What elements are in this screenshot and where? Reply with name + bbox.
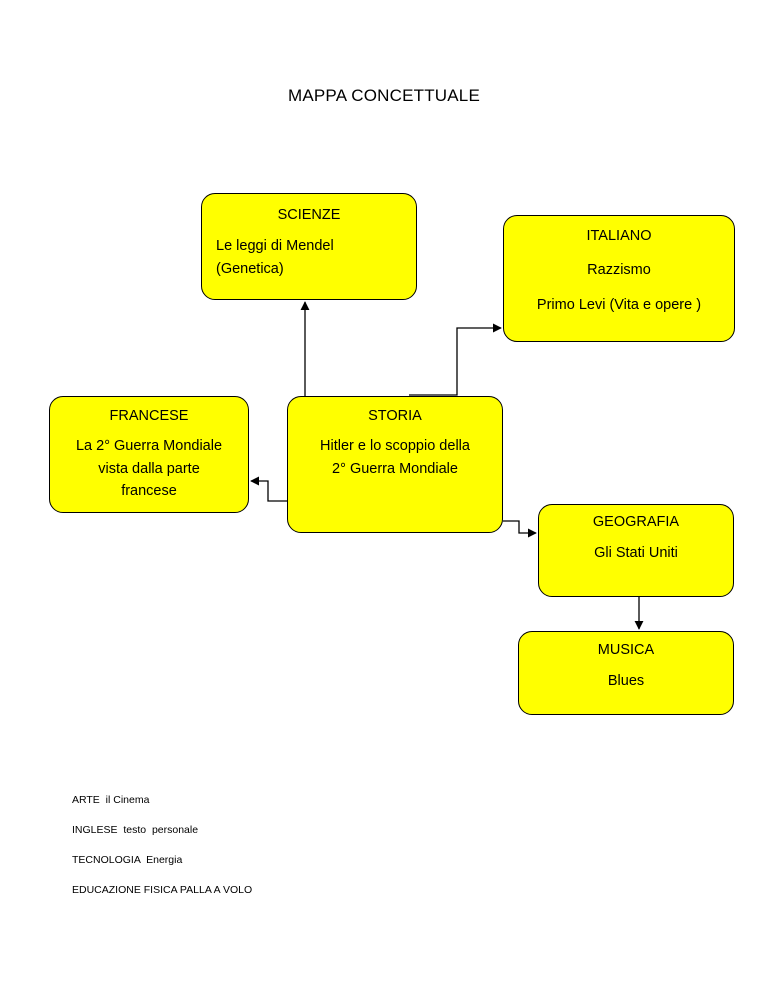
node-text-line: vista dalla parte xyxy=(98,460,200,477)
node-heading: SCIENZE xyxy=(277,207,341,223)
node-text-line: Gli Stati Uniti xyxy=(594,545,678,562)
node-text-line: Hitler e lo scoppio della xyxy=(320,438,470,455)
note-arte: ARTE il Cinema xyxy=(72,794,150,806)
note-tecnologia: TECNOLOGIA Energia xyxy=(72,854,183,866)
node-text-line: Razzismo xyxy=(587,262,651,279)
node-text-line: Blues xyxy=(607,673,645,690)
node-italiano: ITALIANO Razzismo Primo Levi (Vita e ope… xyxy=(503,215,735,342)
node-text-line: francese xyxy=(121,483,177,500)
node-text-line: La 2° Guerra Mondiale xyxy=(75,438,223,455)
node-storia: STORIA Hitler e lo scoppio della 2° Guer… xyxy=(287,396,503,533)
note-inglese: INGLESE testo personale xyxy=(72,824,199,836)
page-title: MAPPA CONCETTUALE xyxy=(287,86,480,105)
node-heading: STORIA xyxy=(368,408,422,424)
node-francese: FRANCESE La 2° Guerra Mondiale vista dal… xyxy=(49,396,249,513)
node-text-line: 2° Guerra Mondiale xyxy=(332,460,458,477)
node-geografia: GEOGRAFIA Gli Stati Uniti xyxy=(538,504,734,597)
edge-storia-geografia xyxy=(503,520,537,538)
node-scienze: SCIENZE Le leggi di Mendel (Genetica) xyxy=(201,193,417,300)
node-text-line: Primo Levi (Vita e opere ) xyxy=(536,296,702,313)
node-text-line: Le leggi di Mendel xyxy=(216,238,334,255)
node-heading: MUSICA xyxy=(597,642,655,658)
node-text-line: (Genetica) xyxy=(216,260,284,277)
notes-list: ARTE il Cinema INGLESE testo personale T… xyxy=(72,793,252,913)
edge-storia-francese xyxy=(250,476,287,502)
node-heading: ITALIANO xyxy=(586,228,652,244)
edge-storia-italiano xyxy=(409,323,502,396)
node-heading: GEOGRAFIA xyxy=(592,514,680,530)
node-heading: FRANCESE xyxy=(109,408,189,424)
node-musica: MUSICA Blues xyxy=(518,631,734,715)
note-educazione-fisica: EDUCAZIONE FISICA PALLA A VOLO xyxy=(72,884,253,896)
